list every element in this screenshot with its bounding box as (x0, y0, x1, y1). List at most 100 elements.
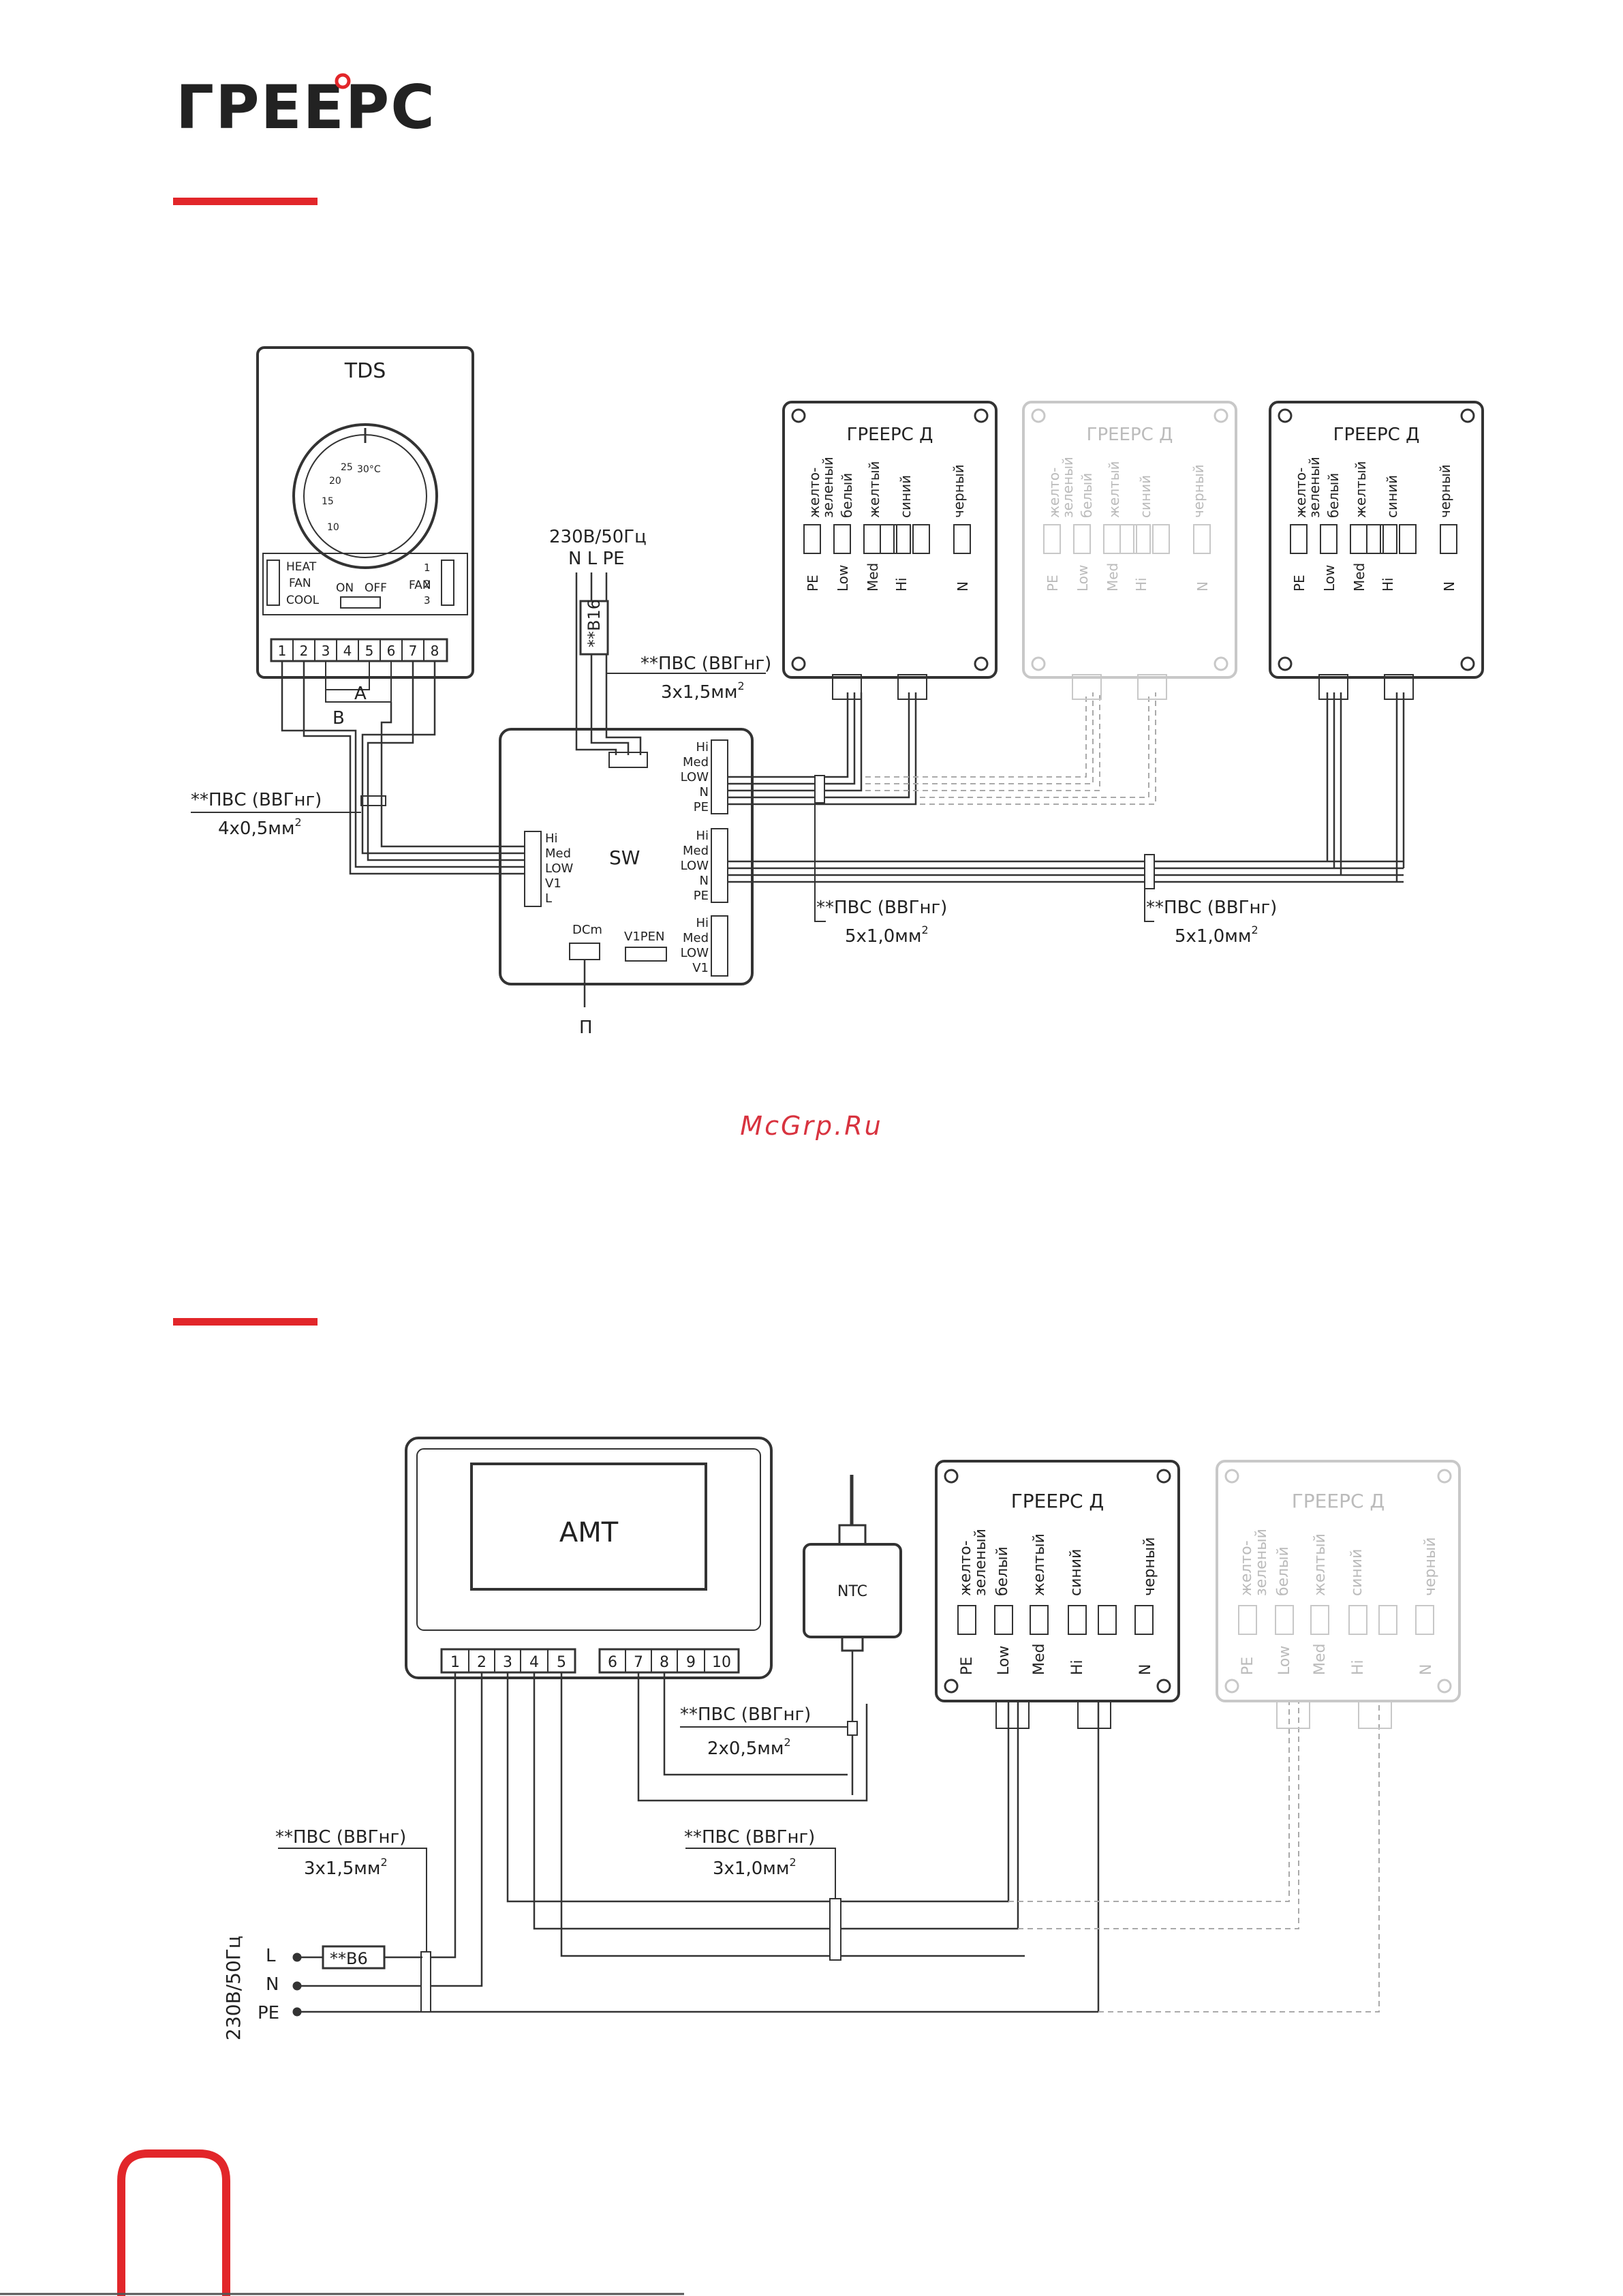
sw-dcm-output: П (579, 1017, 593, 1038)
svg-text:желто-: желто- (806, 468, 822, 518)
amt-terminal-9: 9 (686, 1654, 696, 1671)
ntc-sensor: NTC (803, 1475, 902, 1795)
cable-marker-3x15 (420, 1951, 431, 2012)
amt-terminal-10: 10 (712, 1654, 731, 1671)
cable-marker-5x1-a (814, 775, 825, 803)
heater-box-3: ГРЕЕРС Д желто- зеленый белый желтый син… (1269, 401, 1484, 700)
section-accent-bar-2 (173, 1318, 318, 1326)
svg-text:Low: Low (995, 1646, 1013, 1675)
cable-marker-5x1-b (1144, 854, 1155, 889)
svg-text:LOW: LOW (545, 861, 574, 876)
svg-text:Med: Med (683, 755, 709, 769)
switch-off: OFF (365, 581, 387, 595)
svg-text:5x1,0мм2: 5x1,0мм2 (1175, 923, 1258, 947)
cable-label-3x15: **ПВС (ВВГнг) 3x1,5мм2 (640, 654, 771, 703)
svg-text:желто-: желто- (1238, 1540, 1255, 1596)
svg-text:Hi: Hi (1069, 1659, 1086, 1675)
svg-text:черный: черный (1141, 1537, 1158, 1596)
heater-box-2-faded: ГРЕЕРС Д желто- зеленый белый желтый син… (1022, 401, 1237, 700)
amt-title: AMT (559, 1517, 619, 1548)
sw-out-3: Hi Med LOW V1 (681, 916, 709, 975)
fan-speed-3: 3 (424, 594, 431, 607)
brand-logo: ГРЕЕРС (176, 72, 436, 142)
svg-text:черный: черный (1422, 1537, 1439, 1596)
dial-mark-20: 20 (329, 476, 341, 487)
svg-text:зеленый: зеленый (1253, 1529, 1270, 1596)
svg-text:PE: PE (258, 2003, 279, 2023)
svg-text:синий: синий (1068, 1549, 1085, 1596)
cable-label-4x05: **ПВС (ВВГнг) 4x0,5мм2 (191, 790, 361, 839)
breaker-b16-label: **B16 (585, 599, 604, 647)
svg-text:Med: Med (1351, 563, 1367, 592)
svg-text:Med: Med (683, 931, 709, 945)
svg-text:черный: черный (1437, 464, 1453, 518)
sw-output-wires-faded (865, 692, 1156, 805)
svg-text:230В/50Гц: 230В/50Гц (549, 527, 647, 547)
fan-label: FAN (409, 579, 431, 592)
amt-terminal-4: 4 (529, 1654, 539, 1671)
cable-label-3x15: **ПВС (ВВГнг) 3x1,5мм2 (275, 1827, 406, 1879)
svg-text:3x1,0мм2: 3x1,0мм2 (713, 1856, 797, 1879)
svg-text:желтый: желтый (866, 461, 882, 518)
svg-text:N: N (955, 581, 971, 592)
svg-text:зеленый: зеленый (972, 1529, 989, 1596)
amt-output-wires (300, 1672, 1100, 2013)
svg-text:**ПВС (ВВГнг): **ПВС (ВВГнг) (191, 790, 322, 810)
svg-text:3x1,5мм2: 3x1,5мм2 (661, 679, 745, 703)
cable-label-5x1-a: **ПВС (ВВГнг) 5x1,0мм2 (816, 898, 947, 947)
heater-box-5-faded: ГРЕЕРС Д желто- зеленый белый желтый син… (1216, 1460, 1461, 1729)
svg-text:N L PE: N L PE (568, 549, 625, 569)
sw-label: SW (609, 846, 640, 869)
svg-text:желто-: желто- (1293, 468, 1309, 518)
svg-text:PE: PE (1291, 575, 1308, 592)
svg-text:V1: V1 (545, 876, 561, 891)
svg-text:белый: белый (1275, 1546, 1292, 1596)
svg-text:Med: Med (545, 846, 571, 861)
svg-text:LOW: LOW (681, 946, 709, 960)
svg-text:желтый: желтый (1031, 1533, 1048, 1596)
mode-switch (266, 560, 280, 606)
fan-speed-2: 2 (424, 578, 431, 590)
section-accent-bar-1 (173, 198, 318, 205)
amt-terminal-8: 8 (660, 1654, 669, 1671)
svg-text:4x0,5мм2: 4x0,5мм2 (218, 816, 302, 839)
svg-text:PE: PE (959, 1657, 976, 1675)
svg-text:PE: PE (1239, 1657, 1256, 1675)
svg-text:желтый: желтый (1106, 461, 1122, 518)
svg-text:Hi: Hi (1350, 1659, 1367, 1675)
heater-1-title: ГРЕЕРС Д (847, 425, 933, 445)
dial-mark-30: 30°C (357, 464, 381, 475)
breaker-b16 (579, 600, 609, 656)
page-number-tab (117, 2149, 230, 2296)
svg-text:**ПВС (ВВГнг): **ПВС (ВВГнг) (684, 1827, 815, 1848)
svg-text:Med: Med (683, 844, 709, 858)
sw-inputs: Hi Med LOW V1 L (545, 831, 574, 906)
amt-output-wires-faded (1008, 1702, 1380, 2012)
diagram-1: TDS 10 15 20 25 30°C HEAT FAN COOL ON OF… (191, 346, 1405, 1038)
svg-text:Med: Med (1104, 563, 1121, 592)
tds-terminal-7: 7 (409, 643, 418, 659)
sw-out-1: Hi Med LOW N PE (681, 740, 709, 814)
dial-mark-15: 15 (322, 496, 334, 507)
svg-text:Hi: Hi (696, 740, 709, 754)
diagram-2: AMT 1 2 3 4 5 6 7 8 9 10 (222, 1437, 1380, 2040)
svg-text:**ПВС (ВВГнг): **ПВС (ВВГнг) (1146, 898, 1277, 918)
svg-text:Hi: Hi (893, 577, 910, 592)
sw-switch-box: SW Hi Med LOW N PE Hi Med LOW N PE Hi Me… (499, 728, 754, 1038)
svg-text:желто-: желто- (1046, 468, 1062, 518)
svg-text:белый: белый (1325, 473, 1342, 518)
svg-text:Hi: Hi (696, 829, 709, 843)
svg-text:синий: синий (897, 475, 914, 518)
svg-text:зеленый: зеленый (1060, 457, 1076, 518)
amt-terminal-3: 3 (503, 1654, 512, 1671)
tds-terminal-5: 5 (365, 643, 374, 659)
sw-dcm: DCm (572, 923, 602, 937)
tds-dial (292, 423, 438, 569)
svg-text:Hi: Hi (1380, 577, 1396, 592)
svg-text:N: N (1418, 1664, 1435, 1675)
cable-marker-4x05 (360, 795, 386, 806)
svg-text:**ПВС (ВВГнг): **ПВС (ВВГнг) (640, 654, 771, 674)
tds-group-b: B (333, 708, 345, 729)
svg-text:Hi: Hi (696, 916, 709, 930)
svg-text:синий: синий (1384, 475, 1400, 518)
